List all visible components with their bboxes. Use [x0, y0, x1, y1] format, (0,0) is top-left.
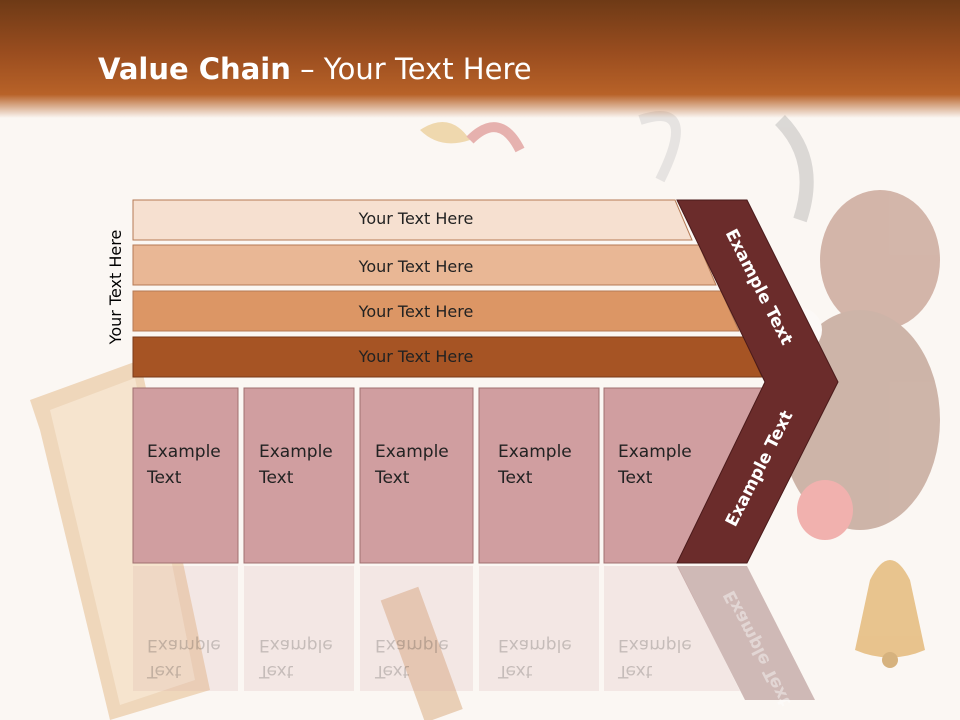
- row-label-3: Your Text Here: [358, 302, 474, 321]
- title-bold: Value Chain: [98, 52, 291, 86]
- column-label-5-line2: Text: [618, 468, 653, 488]
- title-rest: – Your Text Here: [290, 52, 532, 86]
- row-label-4: Your Text Here: [358, 347, 474, 366]
- column-label-1-line1: Example: [147, 442, 221, 462]
- column-box-3: [359, 387, 474, 564]
- row-label-1: Your Text Here: [358, 209, 474, 228]
- slide-title: Value Chain – Your Text Here: [98, 52, 532, 86]
- column-label-3-line2: Text: [375, 468, 410, 488]
- row-bar-4: [132, 336, 763, 378]
- column-label-1-line2: Text: [147, 468, 182, 488]
- row-label-2: Your Text Here: [358, 257, 474, 276]
- column-label-4-line2: Text: [498, 468, 533, 488]
- header-bar: [0, 0, 960, 118]
- column-box-2: [243, 387, 355, 564]
- row-bar-1: [132, 199, 693, 241]
- column-label-2-line2: Text: [259, 468, 294, 488]
- row-bar-2: [132, 244, 717, 286]
- column-box-4: [478, 387, 600, 564]
- column-label-4-line1: Example: [498, 442, 572, 462]
- column-label-5-line1: Example: [618, 442, 692, 462]
- column-label-2-line1: Example: [259, 442, 333, 462]
- row-bar-3: [132, 290, 740, 332]
- column-label-3-line1: Example: [375, 442, 449, 462]
- column-box-1: [132, 387, 239, 564]
- chevron-arrow: [676, 199, 839, 564]
